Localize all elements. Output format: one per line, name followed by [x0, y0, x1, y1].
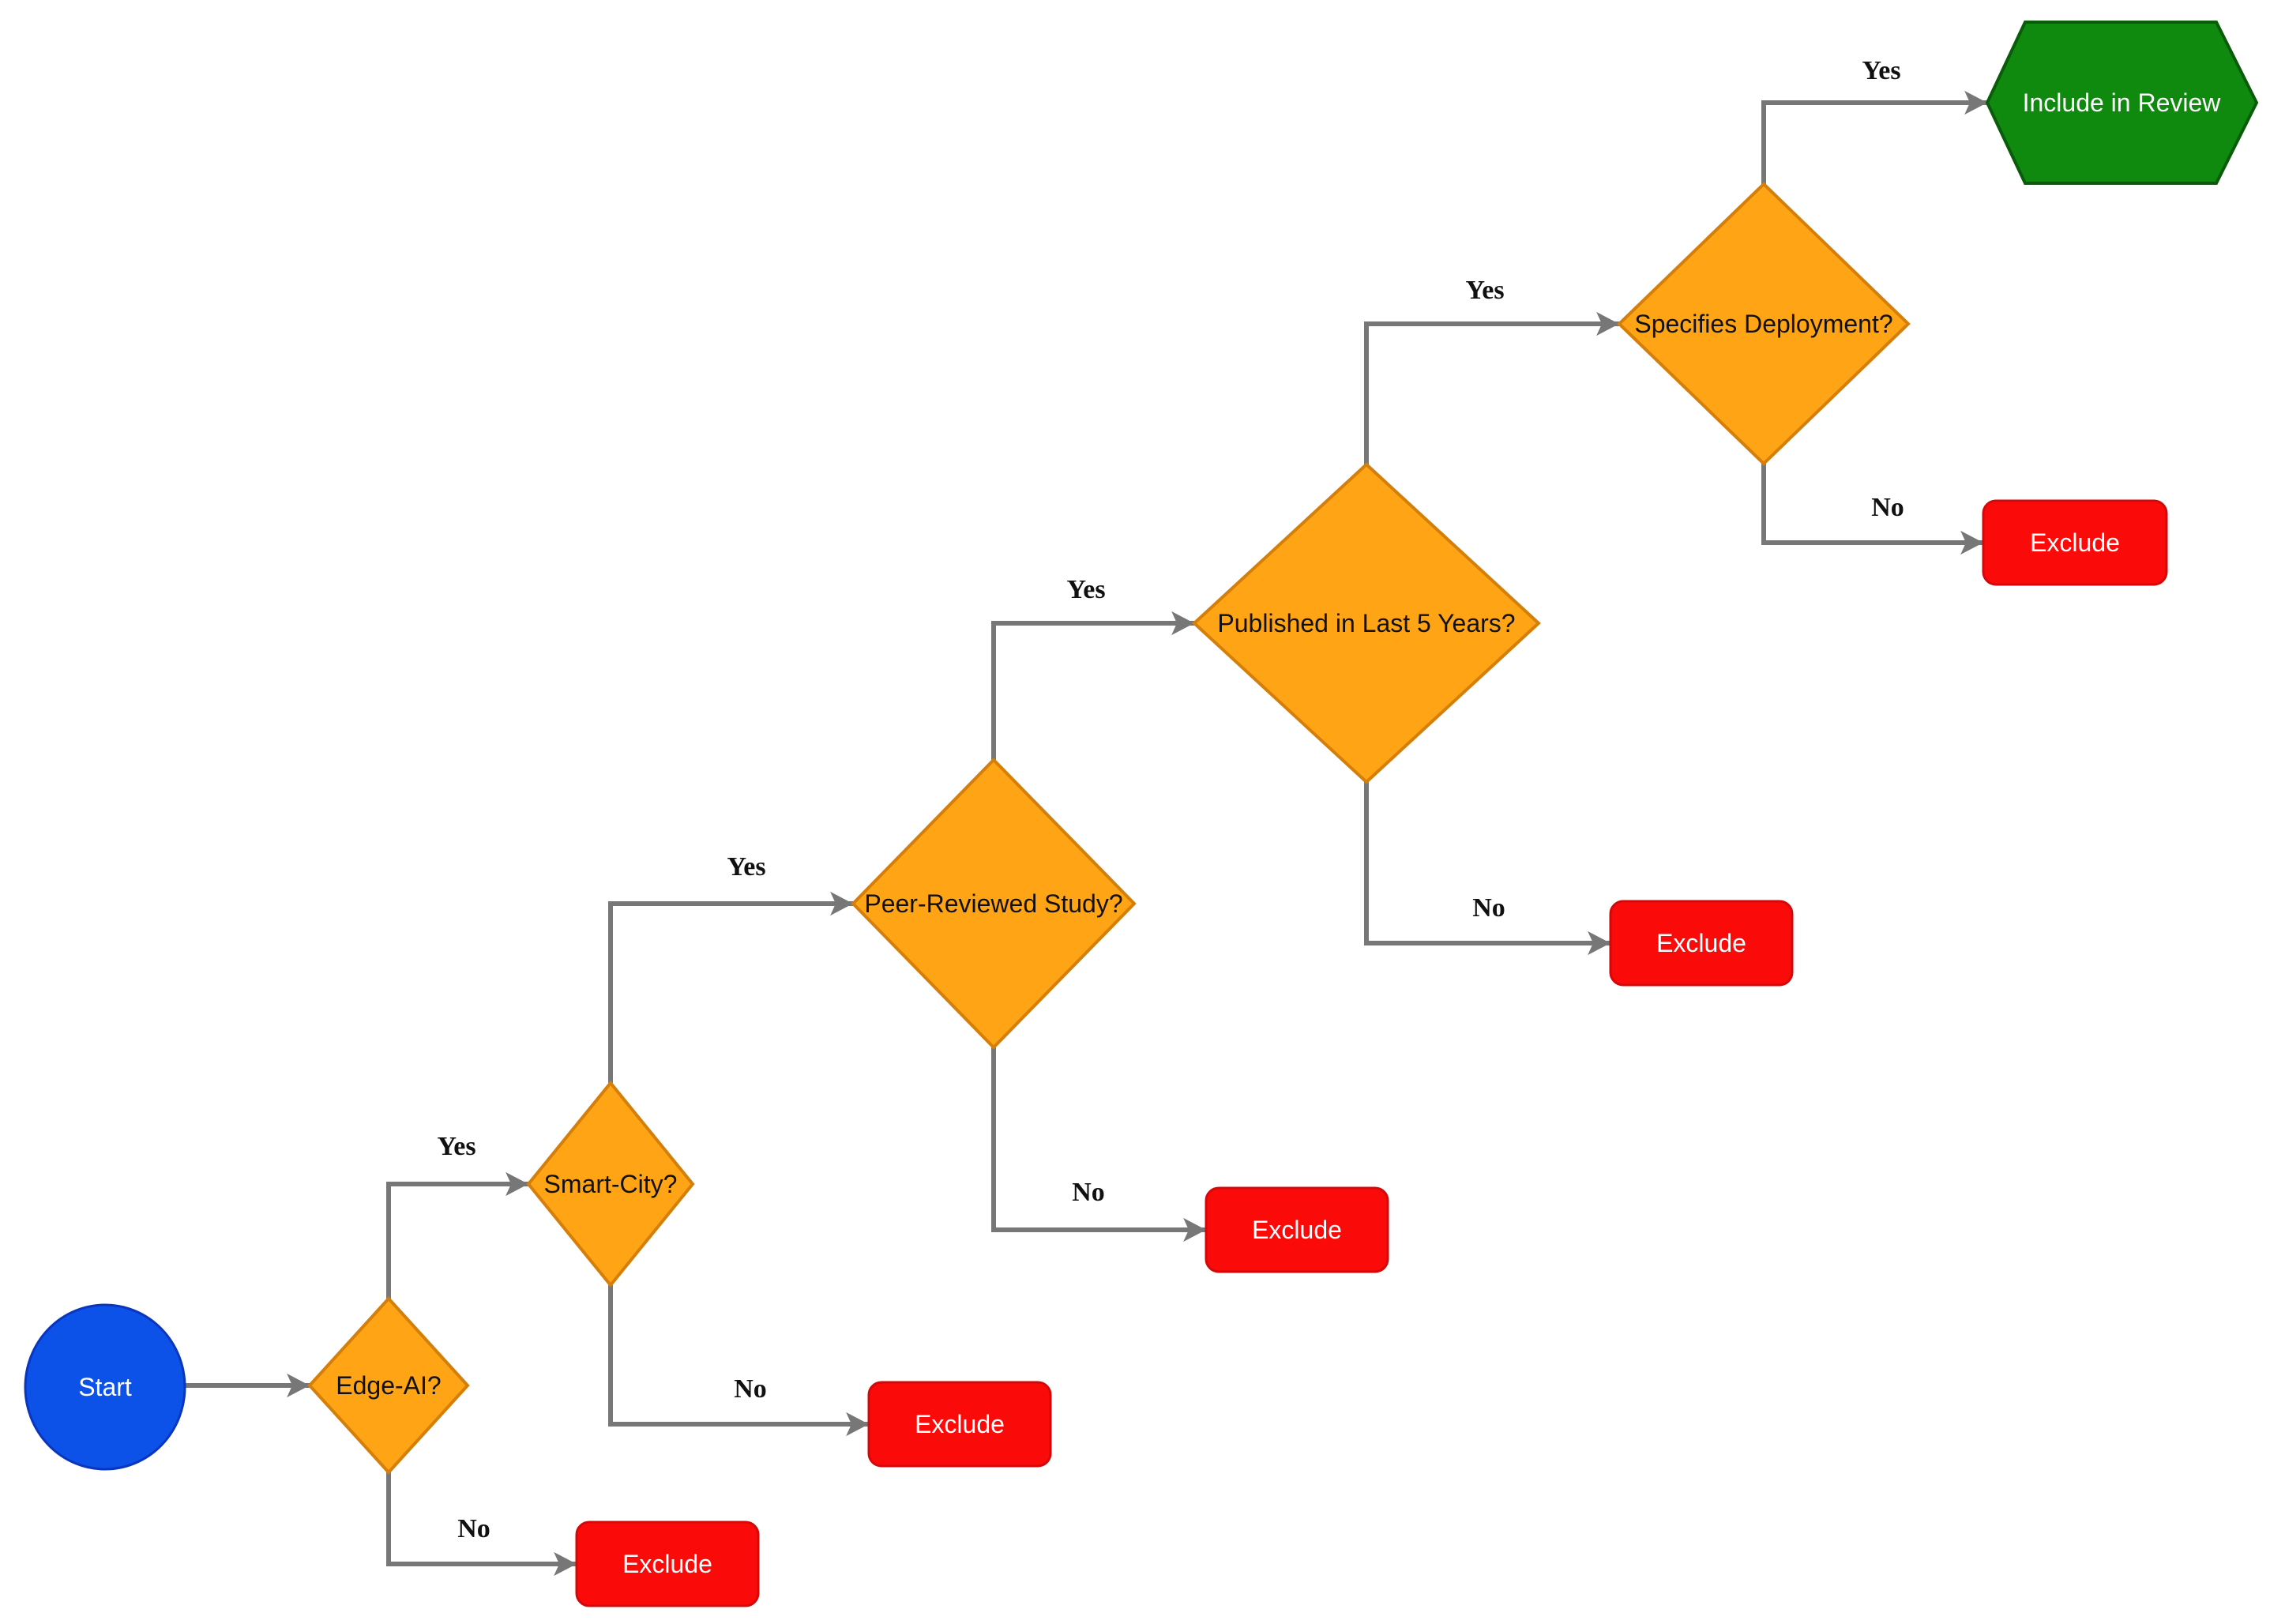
- peer-reviewed-label: Peer-Reviewed Study?: [864, 889, 1122, 918]
- edge-published-no: [1364, 782, 1610, 956]
- edge-label-edge-ai-yes: Yes: [437, 1132, 475, 1161]
- exclude-node-3: Exclude: [1205, 1186, 1389, 1273]
- edge-label-deployment-yes: Yes: [1862, 56, 1900, 85]
- edge-peer-reviewed-yes: [991, 611, 1194, 760]
- edge-edge-ai-no: [386, 1472, 577, 1577]
- exclude-box-3: [1205, 1186, 1389, 1273]
- edge-labels-layer: Yes No Yes No Yes No Yes No Yes No: [437, 56, 1904, 1543]
- edges-layer: [185, 90, 1987, 1577]
- start-node: Start: [24, 1303, 186, 1471]
- include-label: Include in Review: [2023, 88, 2222, 117]
- edge-label-deployment-no: No: [1871, 493, 1904, 522]
- edge-published-yes: [1364, 311, 1619, 464]
- edge-deployment-no: [1761, 464, 1983, 555]
- edge-label-edge-ai-no: No: [457, 1514, 490, 1543]
- published-diamond: [1192, 462, 1541, 784]
- decision-node-published: Published in Last 5 Years?: [1192, 462, 1541, 784]
- peer-reviewed-diamond: [851, 757, 1137, 1050]
- include-node: Include in Review: [1985, 21, 2259, 185]
- exclude-label-3: Exclude: [1252, 1216, 1342, 1244]
- decision-node-deployment: Specifies Deployment?: [1617, 182, 1911, 466]
- edge-deployment-yes: [1761, 90, 1987, 184]
- edge-ai-label: Edge-AI?: [336, 1371, 441, 1400]
- edge-label-published-no: No: [1472, 893, 1505, 923]
- exclude-node-2: Exclude: [867, 1381, 1052, 1468]
- edge-peer-reviewed-no: [991, 1047, 1206, 1242]
- decision-node-edge-ai: Edge-AI?: [307, 1296, 470, 1475]
- decision-node-peer-reviewed: Peer-Reviewed Study?: [851, 757, 1137, 1050]
- edge-label-peer-reviewed-no: No: [1072, 1178, 1105, 1207]
- edge-label-peer-reviewed-yes: Yes: [1066, 575, 1105, 604]
- deployment-diamond: [1617, 182, 1911, 466]
- start-node-label: Start: [78, 1373, 132, 1401]
- exclude-box-2: [867, 1381, 1052, 1468]
- exclude-box-5: [1982, 499, 2168, 586]
- edge-label-smart-city-no: No: [734, 1374, 767, 1404]
- decision-node-smart-city: Smart-City?: [526, 1080, 695, 1288]
- edge-smart-city-yes: [608, 891, 853, 1083]
- exclude-node-4: Exclude: [1609, 900, 1794, 987]
- exclude-node-5: Exclude: [1982, 499, 2168, 586]
- include-hexagon: [1985, 21, 2259, 185]
- exclude-node-1: Exclude: [575, 1521, 760, 1607]
- deployment-label: Specifies Deployment?: [1634, 310, 1892, 338]
- exclude-box-4: [1609, 900, 1794, 987]
- smart-city-label: Smart-City?: [544, 1170, 678, 1198]
- edge-edge-ai-yes: [386, 1171, 528, 1299]
- edge-label-published-yes: Yes: [1465, 276, 1504, 305]
- smart-city-diamond: [526, 1080, 695, 1288]
- exclude-label-5: Exclude: [2030, 528, 2120, 557]
- start-circle: [24, 1303, 186, 1471]
- published-label: Published in Last 5 Years?: [1217, 609, 1515, 637]
- exclude-label-4: Exclude: [1656, 929, 1746, 957]
- edge-smart-city-no: [608, 1285, 869, 1437]
- exclude-label-1: Exclude: [622, 1550, 712, 1578]
- exclude-label-2: Exclude: [915, 1410, 1005, 1438]
- exclude-box-1: [575, 1521, 760, 1607]
- edge-label-smart-city-yes: Yes: [727, 852, 765, 882]
- edge-ai-diamond: [307, 1296, 470, 1475]
